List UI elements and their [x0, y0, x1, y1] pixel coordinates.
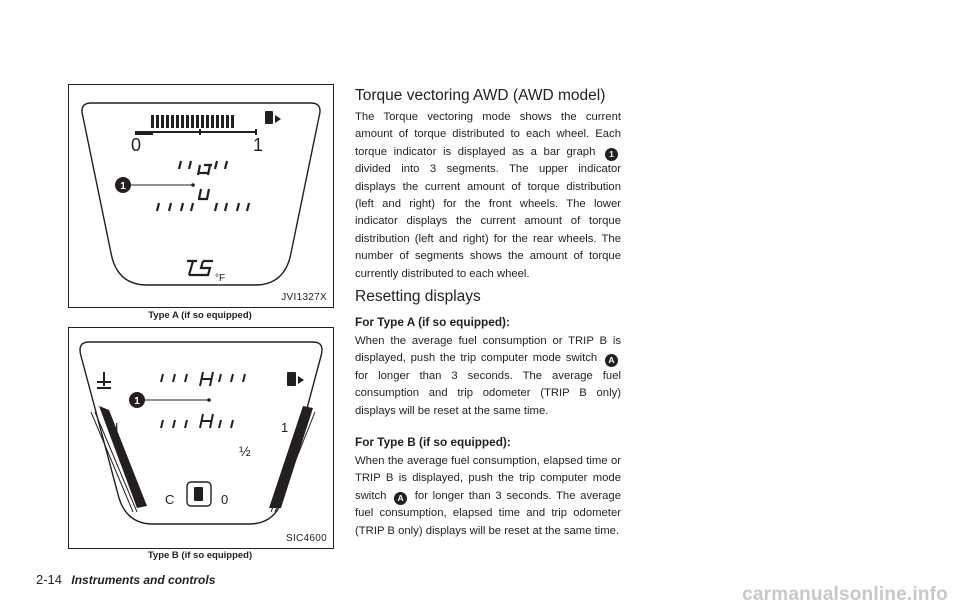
- figure-a-caption: Type A (if so equipped): [148, 310, 252, 321]
- type-b-subheading-wrap: For Type B (if so equipped):: [355, 434, 621, 451]
- gauge-b-c: C: [165, 492, 174, 507]
- gauge-b-one: 1: [281, 420, 288, 435]
- torque-text-before: The Torque vectoring mode shows the curr…: [355, 111, 621, 158]
- type-b-display-illustration: 1 H C 1 ½ 0: [79, 341, 323, 525]
- torque-vectoring-paragraph: The Torque vectoring mode shows the curr…: [355, 109, 621, 283]
- figure-b-code: SIC4600: [285, 533, 327, 544]
- reset-b-before: When the average fuel consumption, elaps…: [355, 455, 621, 502]
- type-b-subheading: For Type B (if so equipped):: [355, 435, 511, 449]
- gauge-b-h: H: [109, 420, 118, 435]
- figure-a-code: JVI1327X: [281, 292, 327, 303]
- callout-1-badge: 1: [605, 147, 619, 161]
- switch-a-badge: A: [605, 354, 618, 368]
- gauge-a-one: 1: [253, 135, 263, 155]
- type-a-subheading-wrap: For Type A (if so equipped):: [355, 314, 621, 331]
- figure-type-b: 1 H C 1 ½ 0 SIC4600: [68, 327, 334, 549]
- gauge-b-half: ½: [239, 443, 251, 459]
- reset-a-before: When the average fuel consumption or TRI…: [355, 335, 621, 365]
- reset-b-after: for longer than 3 seconds. The average f…: [355, 489, 622, 537]
- figure-type-a: 0 1 1 °F JVI1327X: [68, 84, 334, 308]
- callout-1-b: 1: [134, 396, 140, 407]
- type-b-reset-paragraph: When the average fuel consumption, elaps…: [355, 453, 621, 540]
- switch-a-badge-b: A: [394, 491, 408, 505]
- section-title: Instruments and controls: [71, 573, 216, 587]
- site-watermark: carmanualsonline.info: [742, 584, 948, 605]
- torque-text-after: divided into 3 segments. The upper indic…: [355, 163, 621, 280]
- type-a-display-illustration: 0 1 1 °F: [81, 102, 321, 286]
- page-number: 2-14: [36, 572, 63, 587]
- gauge-b-zero: 0: [221, 492, 228, 507]
- figure-b-caption: Type B (if so equipped): [147, 550, 253, 561]
- resetting-displays-heading: Resetting displays: [355, 288, 481, 305]
- gauge-a-zero: 0: [131, 135, 141, 155]
- reset-a-after: for longer than 3 seconds. The average f…: [355, 369, 621, 417]
- page-footer: 2-14 Instruments and controls: [36, 572, 215, 587]
- temp-unit-a: °F: [215, 273, 225, 284]
- callout-1-a: 1: [120, 181, 126, 192]
- torque-vectoring-heading: Torque vectoring AWD (AWD model): [355, 87, 606, 104]
- type-a-reset-paragraph: When the average fuel consumption or TRI…: [355, 333, 621, 420]
- type-a-subheading: For Type A (if so equipped):: [355, 315, 510, 329]
